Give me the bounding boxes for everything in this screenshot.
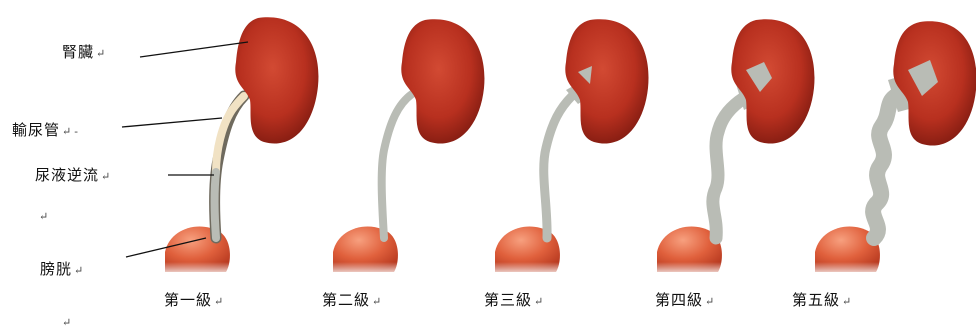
ureter-leader-line [122,118,222,127]
ureter [382,94,412,238]
leader-lines [122,42,248,257]
grade-3-text: 第三級 [484,291,532,309]
grade-1-text: 第一級 [164,291,212,309]
grade-5-panel [815,21,976,272]
empty-paragraph-2: ↵ [60,312,72,330]
ureter-label-text: 輸尿管 [12,121,60,139]
ureter [873,94,900,238]
kidney [401,19,484,143]
grade-3-label: 第三級↵ [484,289,544,310]
grade-2-text: 第二級 [322,291,370,309]
grade-1-panel [165,17,318,272]
grade-3-panel [495,19,649,272]
paragraph-mark: ↵ [101,170,111,183]
bladder-label-text: 膀胱 [40,260,72,278]
grade-1-label: 第一級↵ [164,289,224,310]
ureter-label: 輸尿管↵- [12,119,79,140]
kidney [565,19,648,143]
kidney-label: 腎臟↵ [62,41,106,62]
grade-4-panel [657,19,815,272]
kidney-label-text: 腎臟 [62,43,94,61]
kidney [731,19,814,143]
paragraph-mark: ↵ [372,295,382,308]
grade-4-text: 第四級 [655,291,703,309]
paragraph-mark: ↵ [214,295,224,308]
kidney-leader-line [140,42,248,57]
paragraph-mark: ↵ [842,295,852,308]
paragraph-mark: ↵ [705,295,715,308]
dash-mark: - [74,125,79,138]
paragraph-mark: ↵ [62,125,72,138]
paragraph-mark: ↵ [96,47,106,60]
paragraph-mark: ↵ [534,295,544,308]
paragraph-mark: ↵ [39,210,49,223]
grade-5-text: 第五級 [792,291,840,309]
grade-4-label: 第四級↵ [655,289,715,310]
ureter [713,98,744,238]
grade-2-label: 第二級↵ [322,289,382,310]
reflux-label: 尿液逆流↵ [35,164,111,185]
paragraph-mark: ↵ [74,264,84,277]
bladder-label: 膀胱↵ [40,258,84,279]
grade-2-panel [333,19,484,272]
grade-5-label: 第五級↵ [792,289,852,310]
empty-paragraph: ↵ [37,206,49,224]
ureter [544,96,572,238]
reflux-label-text: 尿液逆流 [35,166,99,184]
kidney [235,17,318,143]
paragraph-mark: ↵ [62,316,72,329]
